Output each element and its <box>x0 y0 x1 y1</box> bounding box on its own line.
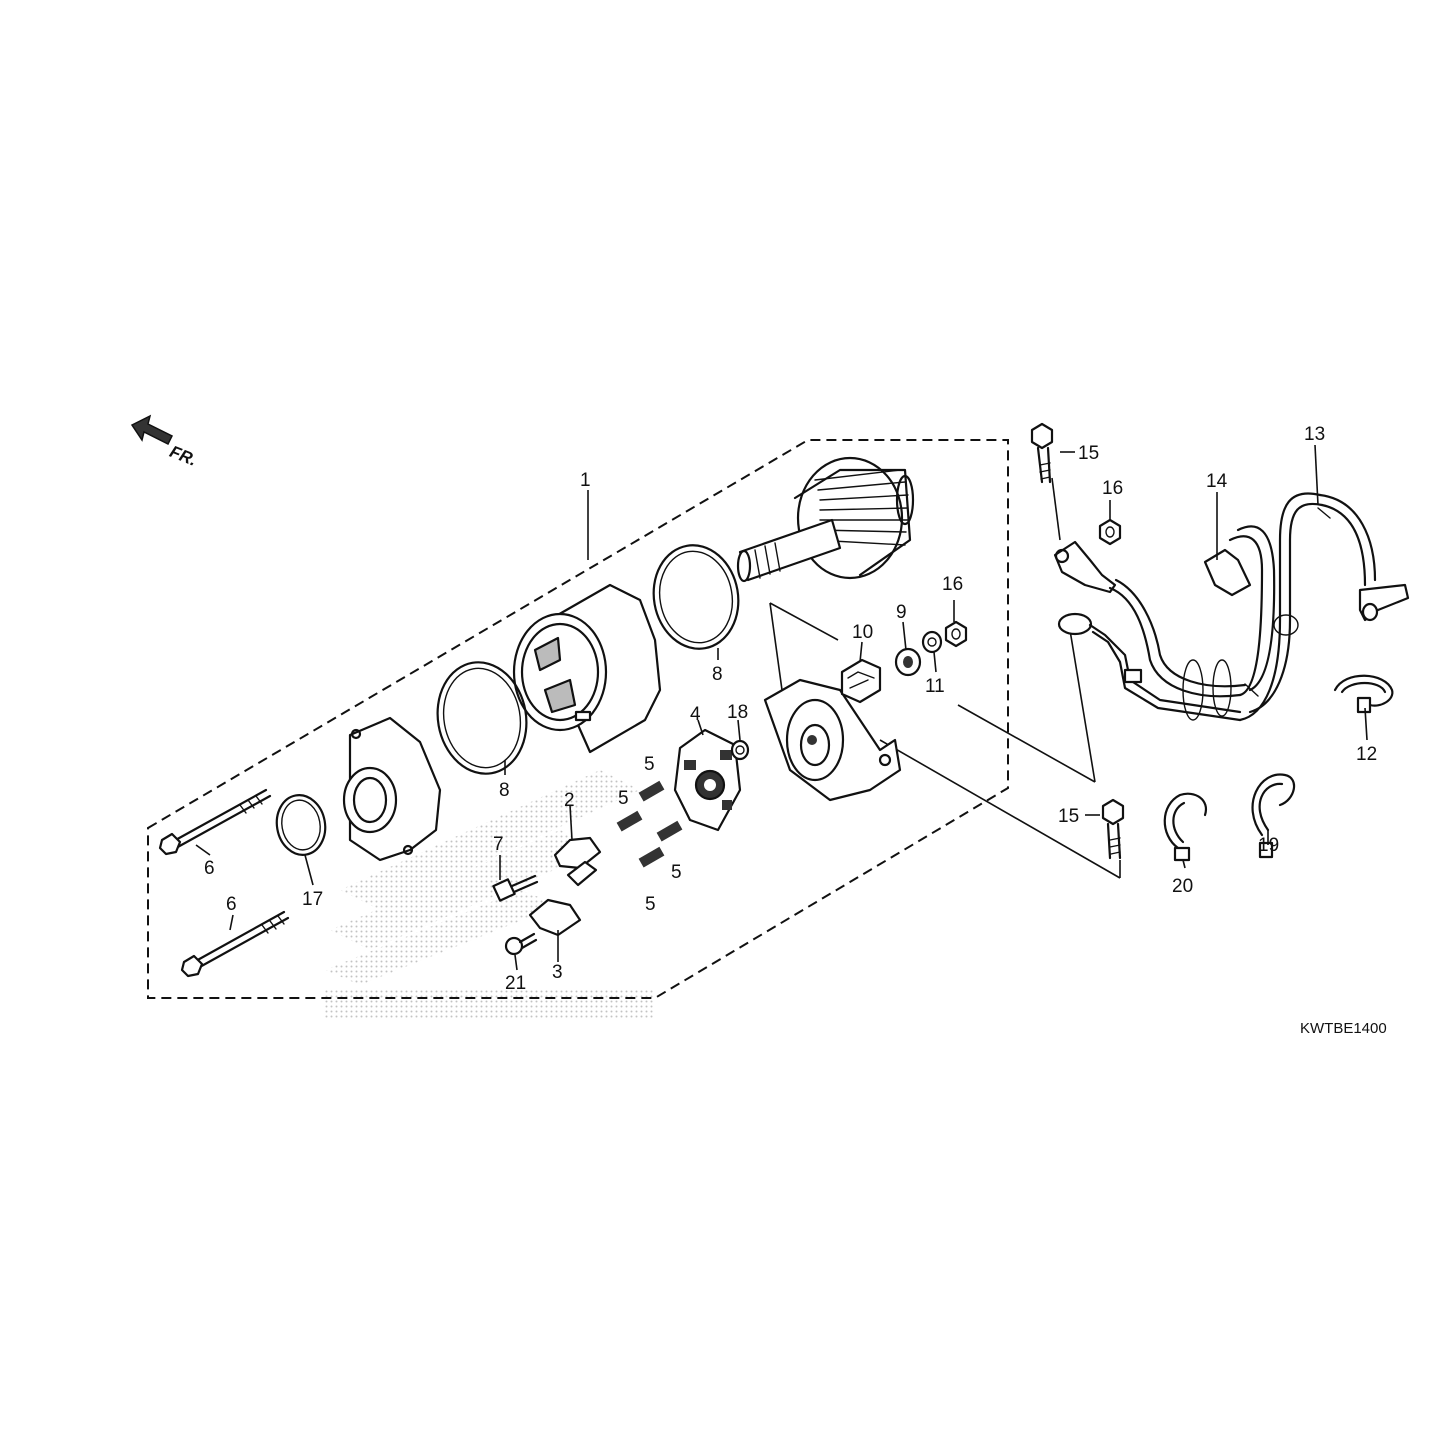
callout-6-a: 6 <box>204 858 215 879</box>
cable-band-markers <box>1182 614 1299 721</box>
bolt-6-lower <box>180 910 290 978</box>
callout-2: 2 <box>564 790 575 811</box>
brush-terminal-2 <box>553 836 602 887</box>
washer-18 <box>730 739 750 761</box>
brush-springs <box>616 780 683 868</box>
callout-13: 13 <box>1304 424 1325 445</box>
starter-cable <box>1053 492 1410 722</box>
o-ring-17 <box>275 794 327 856</box>
callout-5-b: 5 <box>618 788 629 809</box>
callout-leaders <box>195 444 1368 971</box>
callout-19: 19 <box>1258 835 1279 856</box>
callout-10: 10 <box>852 622 873 643</box>
reference-lines <box>769 477 1121 879</box>
starter-front-cover <box>342 716 442 862</box>
callout-12: 12 <box>1356 744 1377 765</box>
callout-21: 21 <box>505 973 526 994</box>
terminal-insulator-10 <box>840 658 882 704</box>
nut-16-top <box>1098 518 1122 546</box>
honda-watermark <box>325 770 655 1020</box>
callout-11: 11 <box>925 676 945 697</box>
callout-8-a: 8 <box>712 664 723 685</box>
nut-16-center <box>944 620 968 648</box>
callout-20: 20 <box>1172 876 1193 897</box>
callout-8-b: 8 <box>499 780 510 801</box>
bolt-15-top <box>1030 422 1054 484</box>
bolt-6-upper <box>158 788 272 856</box>
screw-7 <box>492 874 539 902</box>
callout-7: 7 <box>493 834 504 855</box>
o-ring-8-upper <box>652 544 740 650</box>
insulator-9 <box>894 647 922 677</box>
callout-16-a: 16 <box>1102 478 1123 499</box>
front-label: FR. <box>167 442 200 470</box>
callout-5-d: 5 <box>645 894 656 915</box>
callout-16-b: 16 <box>942 574 963 595</box>
callout-15-a: 15 <box>1078 443 1099 464</box>
callout-1: 1 <box>580 470 591 491</box>
assembly-boundary <box>147 439 1009 999</box>
o-ring-8-lower <box>436 661 528 775</box>
washer-11 <box>921 630 943 654</box>
callout-15-b: 15 <box>1058 806 1079 827</box>
callout-17: 17 <box>302 889 323 910</box>
callout-6-b: 6 <box>226 894 237 915</box>
callout-14: 14 <box>1206 471 1228 492</box>
callout-3: 3 <box>552 962 563 983</box>
bolt-15-bottom <box>1101 798 1125 860</box>
callout-18: 18 <box>727 702 748 723</box>
front-direction-marker: FR. <box>130 414 200 470</box>
screw-21 <box>504 932 538 956</box>
starter-rear-cover <box>763 678 902 802</box>
clamp-12 <box>1333 674 1394 714</box>
callout-4: 4 <box>690 704 701 725</box>
starter-pinion-gear <box>736 456 915 583</box>
diagram-code: KWTBE1400 <box>1300 1020 1387 1037</box>
callout-5-a: 5 <box>644 754 655 775</box>
callout-9: 9 <box>896 602 907 623</box>
brush-holder <box>673 728 742 832</box>
clamp-20 <box>1163 792 1208 862</box>
clamp-19 <box>1251 773 1296 859</box>
callout-5-c: 5 <box>671 862 682 883</box>
brush-terminal-3 <box>528 898 582 937</box>
starter-yoke <box>512 583 662 754</box>
callout-labels: 1 2 3 4 5 5 5 5 6 6 7 8 8 9 10 11 12 13 … <box>204 424 1377 994</box>
